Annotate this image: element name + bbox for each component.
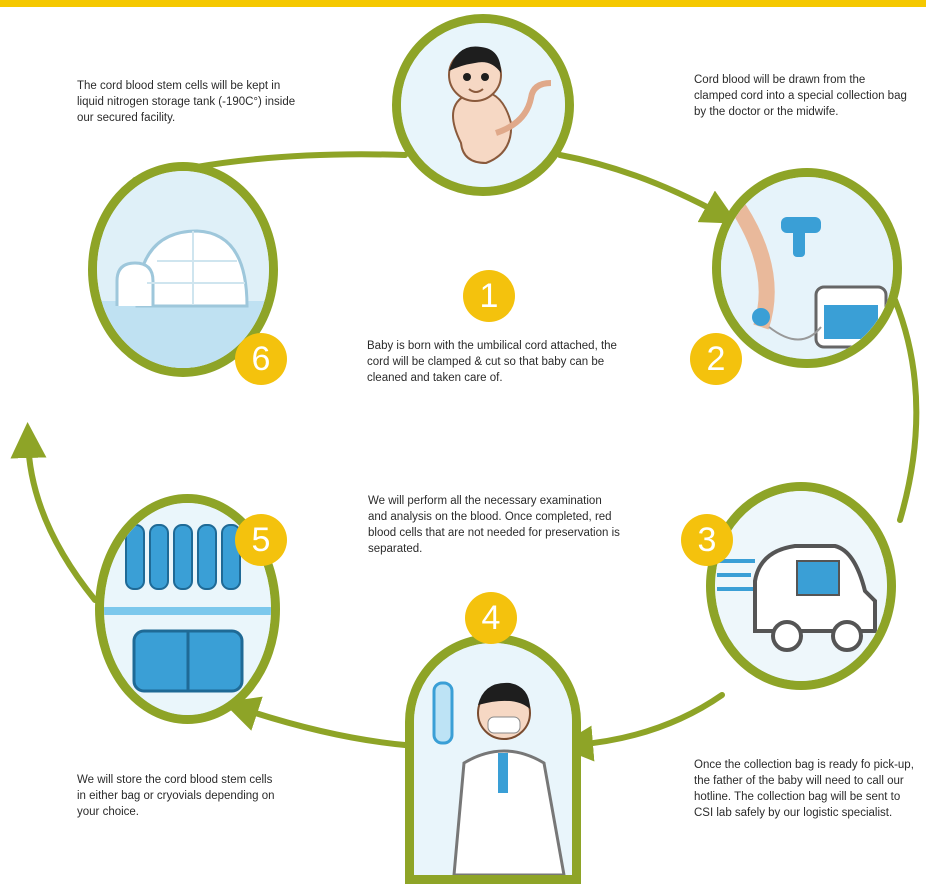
step-3-caption: Once the collection bag is ready fo pick… <box>694 759 914 819</box>
step-3-number-badge: 3 <box>681 514 733 566</box>
step-6-number-badge: 6 <box>235 333 287 385</box>
step-2-number-badge: 2 <box>690 333 742 385</box>
step-3-circle <box>706 482 896 690</box>
step-5-number-badge: 5 <box>235 514 287 566</box>
step-1-circle <box>392 14 574 196</box>
igloo-icon <box>97 171 269 368</box>
arrow-5-to-6 <box>10 422 98 603</box>
step-4-number-badge: 4 <box>465 592 517 644</box>
step-2-circle <box>712 168 902 368</box>
delivery-car-icon <box>715 491 887 681</box>
top-yellow-rule <box>0 0 926 7</box>
step-2-caption: Cord blood will be drawn from the clampe… <box>694 74 907 118</box>
cryovials-and-bag-icon <box>104 503 271 715</box>
arrow-1-to-2 <box>557 152 738 224</box>
step-6-circle <box>88 162 278 377</box>
baby-icon <box>401 23 565 187</box>
lab-doctor-icon <box>414 643 572 875</box>
cord-clamp-collection-bag-icon <box>721 177 893 359</box>
step-1-caption: Baby is born with the umbilical cord att… <box>367 340 617 384</box>
step-1-number-badge: 1 <box>463 270 515 322</box>
connector-2-to-3 <box>892 297 920 523</box>
step-6-caption: The cord blood stem cells will be kept i… <box>77 80 296 124</box>
step-5-caption: We will store the cord blood stem cells … <box>77 774 275 818</box>
step-5-circle <box>95 494 280 724</box>
step-4-caption: We will perform all the necessary examin… <box>368 495 620 555</box>
arrow-3-to-4 <box>557 692 725 762</box>
step-4-circle <box>405 634 581 884</box>
